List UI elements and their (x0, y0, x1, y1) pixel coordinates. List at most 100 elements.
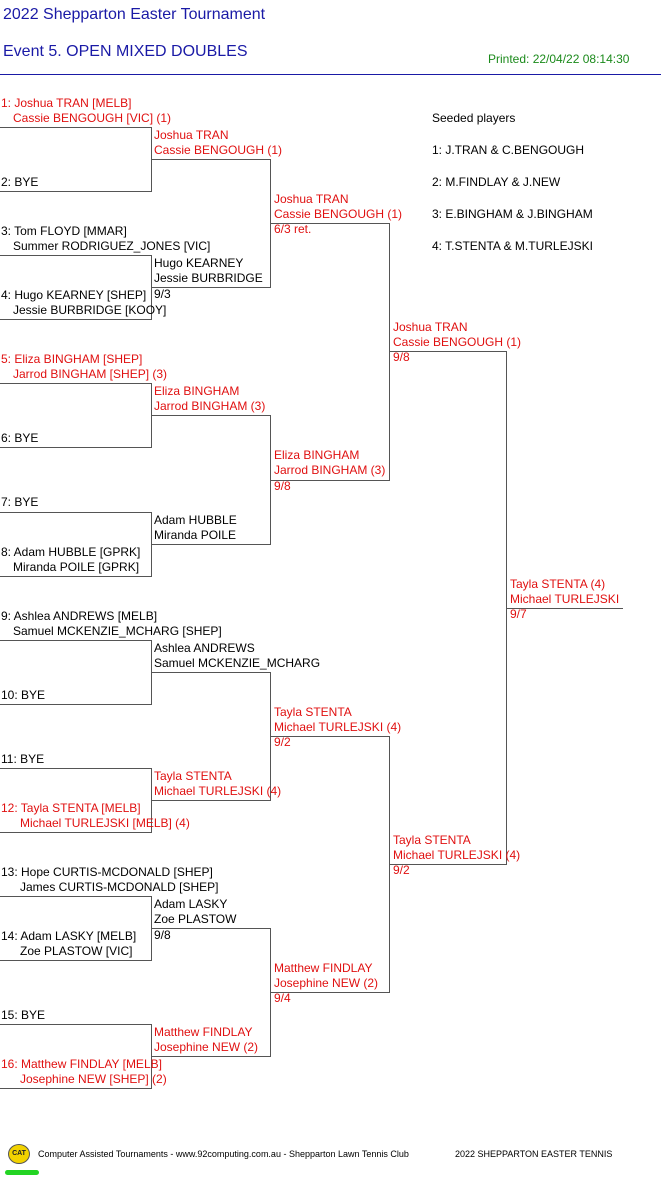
r1-entry-name: 10: BYE (1, 688, 46, 702)
r2-winner-name: Adam HUBBLE (154, 513, 237, 527)
logo-underline (5, 1170, 39, 1175)
tournament-title: 2022 Shepparton Easter Tournament (3, 6, 266, 23)
r3-winner-name: Matthew FINDLAY (274, 961, 373, 975)
bracket-line (0, 447, 152, 448)
r2-winner-partner: Cassie BENGOUGH (1) (154, 143, 283, 157)
champion-name: Tayla STENTA (4) (510, 577, 606, 591)
seeded-item: 3: E.BINGHAM & J.BINGHAM (432, 207, 593, 221)
bracket-line (389, 223, 390, 481)
bracket-line (271, 223, 390, 224)
r3-score: 6/3 ret. (274, 222, 312, 236)
bracket-line (0, 1088, 152, 1089)
r1-entry-name: 15: BYE (1, 1008, 46, 1022)
r3-winner-partner: Cassie BENGOUGH (1) (274, 207, 403, 221)
r3-winner-name: Eliza BINGHAM (274, 448, 360, 462)
bracket-line (270, 672, 271, 801)
champion-partner: Michael TURLEJSKI (510, 592, 620, 606)
bracket-line (0, 191, 152, 192)
r2-winner-name: Joshua TRAN (154, 128, 229, 142)
r3-winner-partner: Jarrod BINGHAM (3) (274, 463, 386, 477)
r1-entry-name: 12: Tayla STENTA [MELB] (1, 801, 141, 815)
bracket-line (151, 383, 152, 448)
r4-winner-partner: Cassie BENGOUGH (1) (393, 335, 522, 349)
final-score: 9/7 (510, 607, 527, 621)
bracket-line (506, 351, 507, 865)
bracket-line (270, 415, 271, 545)
r1-entry-partner: James CURTIS-MCDONALD [SHEP] (20, 880, 219, 894)
bracket-line (151, 255, 152, 320)
printed-timestamp: Printed: 22/04/22 08:14:30 (488, 52, 630, 66)
seeded-item: 1: J.TRAN & C.BENGOUGH (432, 143, 585, 157)
bracket-line (151, 1024, 152, 1089)
bracket-line (390, 864, 507, 865)
r1-entry-name: 4: Hugo KEARNEY [SHEP] (1, 288, 147, 302)
r4-winner-partner: Michael TURLEJSKI (4) (393, 848, 521, 862)
bracket-line (151, 768, 152, 833)
bracket-line (0, 640, 152, 641)
bracket-line (0, 768, 152, 769)
r1-entry-name: 2: BYE (1, 175, 39, 189)
bracket-line (152, 287, 271, 288)
r1-entry-name: 6: BYE (1, 431, 39, 445)
r2-score: 9/8 (154, 928, 171, 942)
seeded-item: 2: M.FINDLAY & J.NEW (432, 175, 561, 189)
r2-winner-name: Tayla STENTA (154, 769, 232, 783)
bracket-line (389, 736, 390, 993)
r1-entry-partner: Samuel MCKENZIE_MCHARG [SHEP] (13, 624, 222, 638)
r3-score: 9/8 (274, 479, 291, 493)
r3-winner-partner: Josephine NEW (2) (274, 976, 379, 990)
bracket-line (0, 896, 152, 897)
r3-winner-partner: Michael TURLEJSKI (4) (274, 720, 402, 734)
bracket-line (0, 127, 152, 128)
r2-winner-partner: Jessie BURBRIDGE (154, 271, 263, 285)
event-title: Event 5. OPEN MIXED DOUBLES (3, 43, 248, 60)
r1-entry-partner: Jarrod BINGHAM [SHEP] (3) (13, 367, 168, 381)
bracket-line (0, 960, 152, 961)
bracket-line (151, 640, 152, 705)
bracket-line (152, 800, 271, 801)
bracket-line (271, 992, 390, 993)
r1-entry-name: 11: BYE (1, 752, 45, 766)
r1-entry-partner: Michael TURLEJSKI [MELB] (4) (20, 816, 190, 830)
bracket-line (0, 319, 152, 320)
footer-event: 2022 SHEPPARTON EASTER TENNIS (455, 1149, 613, 1159)
r1-entry-partner: Summer RODRIGUEZ_JONES [VIC] (13, 239, 211, 253)
bracket-line (0, 576, 152, 577)
r1-entry-partner: Josephine NEW [SHEP] (2) (20, 1072, 167, 1086)
cat-logo-icon: CAT (8, 1144, 30, 1164)
bracket-line (270, 928, 271, 1057)
bracket-line (0, 512, 152, 513)
r2-winner-partner: Samuel MCKENZIE_MCHARG (154, 656, 321, 670)
seeded-item: 4: T.STENTA & M.TURLEJSKI (432, 239, 593, 253)
r2-score: 9/3 (154, 287, 171, 301)
bracket-line (0, 383, 152, 384)
r1-entry-name: 13: Hope CURTIS-MCDONALD [SHEP] (1, 865, 213, 879)
r1-entry-name: 16: Matthew FINDLAY [MELB] (1, 1057, 162, 1071)
bracket-line (152, 672, 271, 673)
seeded-title: Seeded players (432, 111, 516, 125)
bracket-line (151, 127, 152, 192)
r4-score: 9/8 (393, 350, 410, 364)
r2-winner-name: Ashlea ANDREWS (154, 641, 255, 655)
r1-entry-partner: Zoe PLASTOW [VIC] (20, 944, 133, 958)
bracket-line (152, 928, 271, 929)
r2-winner-partner: Josephine NEW (2) (154, 1040, 259, 1054)
r1-entry-name: 1: Joshua TRAN [MELB] (1, 96, 132, 110)
r1-entry-name: 7: BYE (1, 495, 39, 509)
r4-score: 9/2 (393, 863, 410, 877)
r2-winner-name: Adam LASKY (154, 897, 228, 911)
bracket-line (152, 159, 271, 160)
r3-score: 9/4 (274, 991, 291, 1005)
bracket-line (507, 608, 623, 609)
r2-winner-partner: Zoe PLASTOW (154, 912, 237, 926)
bracket-line (152, 415, 271, 416)
bracket-line (271, 480, 390, 481)
r1-entry-partner: Miranda POILE [GPRK] (13, 560, 140, 574)
r2-winner-partner: Miranda POILE (154, 528, 237, 542)
r2-winner-name: Matthew FINDLAY (154, 1025, 253, 1039)
bracket-line (0, 1024, 152, 1025)
r1-entry-partner: Jessie BURBRIDGE [KOOY] (13, 303, 167, 317)
header-divider (0, 74, 661, 75)
bracket-line (0, 704, 152, 705)
footer-credit: Computer Assisted Tournaments - www.92co… (38, 1149, 409, 1159)
